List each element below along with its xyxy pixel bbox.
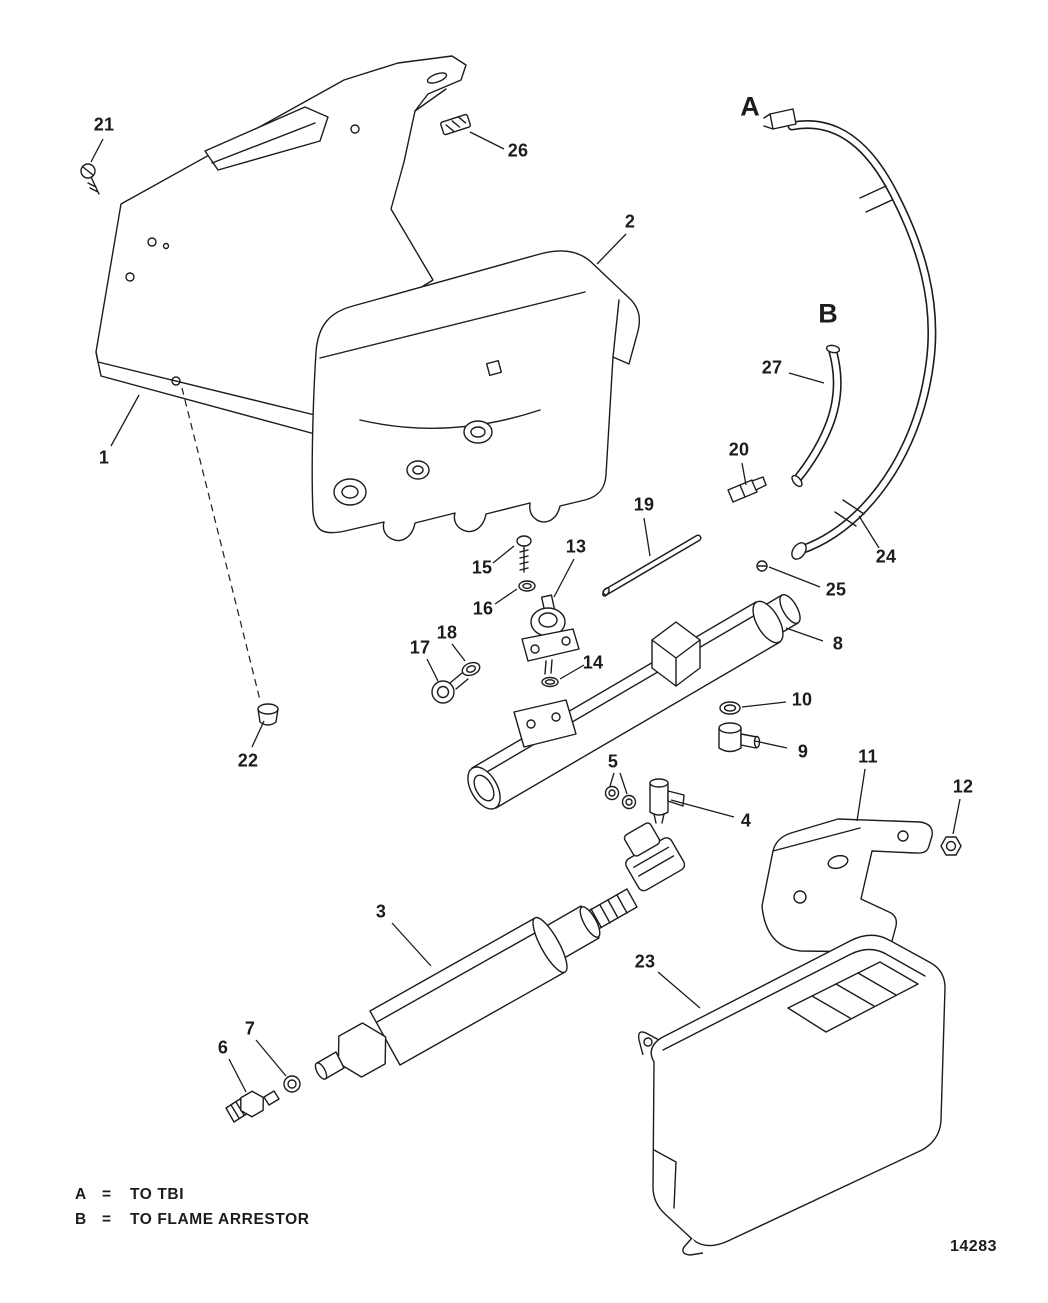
part-3-fuel-filter [314,822,686,1080]
callout-1: 1 [98,447,110,468]
callout-16: 16 [472,598,494,619]
part-22-plug [257,703,279,726]
callout-22: 22 [237,750,259,771]
callout-23: 23 [634,951,656,972]
legend-row-b: B = TO FLAME ARRESTOR [75,1211,310,1236]
callout-21: 21 [93,114,115,135]
callout-14: 14 [582,652,604,673]
callout-5: 5 [607,751,619,772]
callout-2: 2 [624,211,636,232]
part-25-screw [756,560,768,572]
callout-10: 10 [791,689,813,710]
part-21-screw [80,163,100,195]
part-12-nut [940,836,962,856]
callout-20: 20 [728,439,750,460]
part-26-clip [440,113,472,136]
legend: A = TO TBI B = TO FLAME ARRESTOR [75,1186,310,1236]
part-16-washer [518,580,536,592]
part-20-fitting [727,476,767,503]
leader-lines [90,131,961,1093]
callout-6: 6 [217,1037,229,1058]
callout-4: 4 [740,810,752,831]
callout-12: 12 [952,776,974,797]
callout-13: 13 [565,536,587,557]
part-19-tube [602,534,702,597]
callout-8: 8 [832,633,844,654]
legend-row-a: A = TO TBI [75,1186,310,1211]
part-10-o-ring [719,701,741,715]
callout-9: 9 [797,741,809,762]
part-7-o-ring [283,1075,301,1093]
part-5-o-rings [604,785,637,810]
legend-value-b: TO FLAME ARRESTOR [130,1211,310,1228]
callout-17: 17 [409,637,431,658]
callout-25: 25 [825,579,847,600]
section-label-b: B [818,298,838,329]
legend-key-b: B [75,1211,87,1228]
legend-value-a: TO TBI [130,1186,185,1203]
callout-18: 18 [436,622,458,643]
legend-separator-b: = [102,1211,112,1228]
callout-3: 3 [375,901,387,922]
part-14-o-ring [541,676,559,688]
callout-7: 7 [244,1018,256,1039]
figure-number: 14283 [950,1238,997,1255]
callout-11: 11 [858,746,878,767]
part-18-washer [461,661,481,677]
callout-26: 26 [507,140,529,161]
part-23-ecm-module [637,934,946,1256]
section-label-a: A [740,91,760,122]
part-24-fuel-hose-a [763,108,937,560]
legend-key-a: A [75,1186,87,1203]
callout-27: 27 [761,357,783,378]
callout-24: 24 [875,546,897,567]
part-27-vent-hose-b [791,344,842,488]
part-15-screw [516,535,532,573]
part-8-fuel-rail [467,594,801,810]
part-6-fitting [225,1090,280,1123]
part-13-pressure-regulator [521,594,580,675]
callout-15: 15 [471,557,493,578]
part-2-cover [311,250,641,542]
part-9-fitting [718,722,761,753]
part-17-bolt [431,672,469,704]
legend-separator-a: = [102,1186,112,1203]
callout-19: 19 [633,494,655,515]
